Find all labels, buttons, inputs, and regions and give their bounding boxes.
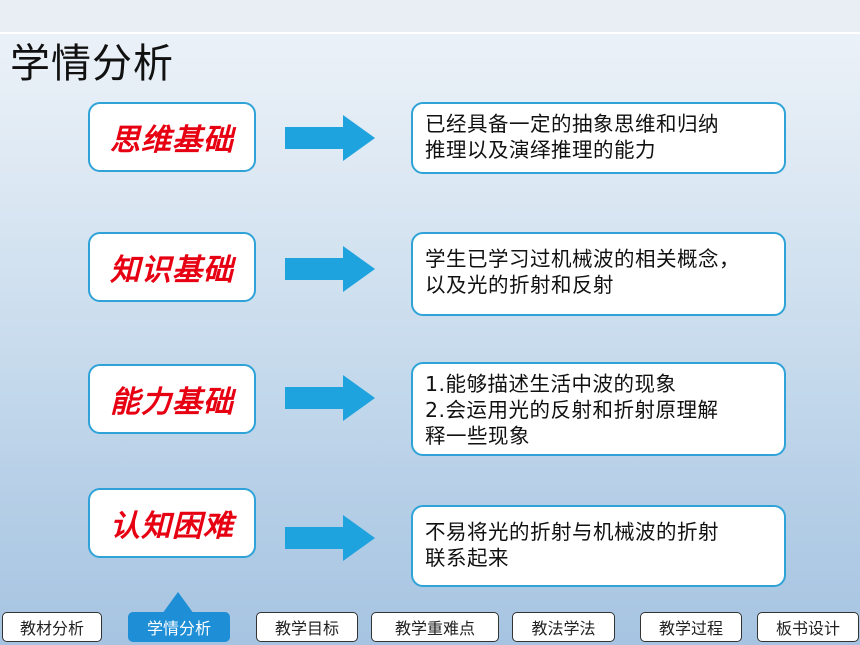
description-line: 以及光的折射和反射 [425, 273, 614, 297]
description-line: 不易将光的折射与机械波的折射 [425, 520, 719, 544]
right-arrow-icon [285, 515, 375, 561]
nav-tab-label: 教学目标 [274, 619, 339, 638]
right-arrow-icon [285, 115, 375, 161]
section-label-box: 认知困难 [88, 488, 256, 558]
nav-tab-label: 学情分析 [146, 619, 211, 638]
section-label-box: 思维基础 [88, 102, 256, 172]
nav-tab-label: 教材分析 [19, 619, 84, 638]
section-label-box: 能力基础 [88, 364, 256, 434]
right-arrow-icon [285, 246, 375, 292]
bottom-navigation: 教材分析 学情分析 教学目标 教学重难点 教法学法 教学过程 板书设计 [0, 612, 860, 645]
page-title: 学情分析 [10, 41, 174, 87]
description-line: 已经具备一定的抽象思维和归纳 [425, 112, 719, 136]
section-label-box: 知识基础 [88, 232, 256, 302]
description-line: 2.会运用光的反射和折射原理解 [425, 398, 719, 422]
section-label: 能力基础 [110, 385, 234, 420]
nav-tab-label: 板书设计 [775, 619, 840, 638]
nav-tab-label: 教法学法 [531, 619, 596, 638]
section-description-box: 不易将光的折射与机械波的折射 联系起来 [411, 505, 786, 587]
top-banner-band [0, 0, 860, 34]
nav-tab-textbook-analysis[interactable]: 教材分析 [2, 612, 102, 642]
nav-tab-label: 教学重难点 [394, 619, 475, 638]
section-label: 思维基础 [110, 123, 234, 158]
description-line: 释一些现象 [425, 424, 530, 448]
section-description-box: 1.能够描述生活中波的现象 2.会运用光的反射和折射原理解 释一些现象 [411, 362, 786, 456]
nav-tab-key-difficulties[interactable]: 教学重难点 [371, 612, 499, 642]
description-line: 1.能够描述生活中波的现象 [425, 372, 677, 396]
section-label: 认知困难 [110, 509, 234, 544]
section-description-box: 已经具备一定的抽象思维和归纳 推理以及演绎推理的能力 [411, 102, 786, 174]
right-arrow-icon [285, 375, 375, 421]
nav-tab-student-analysis[interactable]: 学情分析 [128, 612, 230, 642]
description-line: 学生已学习过机械波的相关概念， [425, 247, 740, 271]
description-line: 推理以及演绎推理的能力 [425, 138, 656, 162]
nav-tab-label: 教学过程 [658, 619, 723, 638]
description-line: 联系起来 [425, 546, 509, 570]
nav-tab-board-design[interactable]: 板书设计 [757, 612, 859, 642]
section-description-box: 学生已学习过机械波的相关概念， 以及光的折射和反射 [411, 232, 786, 316]
section-label: 知识基础 [110, 253, 234, 288]
nav-tab-teaching-process[interactable]: 教学过程 [640, 612, 742, 642]
nav-tab-teaching-goals[interactable]: 教学目标 [256, 612, 358, 642]
active-tab-pointer-icon [162, 592, 194, 614]
nav-tab-teaching-methods[interactable]: 教法学法 [512, 612, 615, 642]
